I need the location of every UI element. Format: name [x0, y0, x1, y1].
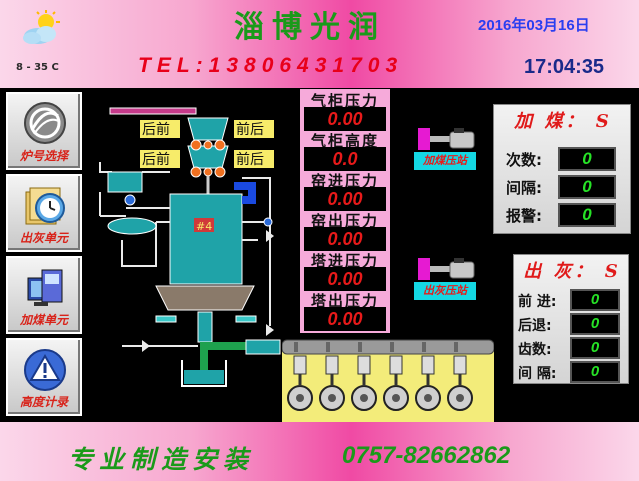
- sun-cloud-icon: [23, 10, 60, 44]
- nav-label: 高度计录: [19, 395, 68, 409]
- ash-interval-label: 间 隔:: [518, 366, 557, 382]
- nav-label: 加煤单元: [19, 313, 68, 327]
- furnace-body: [169, 193, 243, 285]
- ash-conveyor-machine: [282, 339, 494, 422]
- temperature-range: 8 - 35 C: [16, 62, 59, 73]
- nav-ash-unit-button[interactable]: 出灰单元: [6, 174, 82, 252]
- label-box: [234, 150, 274, 168]
- coal-panel-title: 加 煤： S: [514, 111, 612, 132]
- ash-backward-value[interactable]: 0: [570, 313, 620, 335]
- drain-pipe: [200, 342, 208, 378]
- footer-bar: [0, 422, 639, 481]
- valves: [142, 230, 274, 352]
- footer-slogan: 专业制造安装: [68, 445, 255, 474]
- pressure-panel: 气柜压力 0.00 气柜高度 0.0 窑进压力 0.00 窑出压力 0.00 塔…: [300, 89, 390, 333]
- furnace-select-icon: [24, 102, 66, 144]
- time-display: 17:04:35: [524, 56, 605, 78]
- coal-interval-value[interactable]: 0: [558, 175, 616, 199]
- coal-count-value[interactable]: 0: [558, 147, 616, 171]
- clock-folder-icon: [25, 187, 65, 225]
- label-box: [140, 150, 180, 168]
- furnace-number: #4: [196, 220, 212, 233]
- tower-out-pressure-value: 0.00: [304, 307, 386, 331]
- nav-coal-unit-button[interactable]: 加煤单元: [6, 256, 82, 334]
- header-bar: [0, 0, 639, 88]
- label-back-front-1: 后前: [142, 121, 170, 138]
- pipes: [99, 162, 271, 347]
- nav-furnace-select-button[interactable]: 炉号选择: [6, 92, 82, 170]
- coal-press-station-label: 加煤压站: [414, 152, 476, 170]
- tower-in-pressure-label: 塔进压力: [310, 252, 379, 270]
- blue-elbow-pipe: [234, 182, 256, 204]
- label-back-front-2: 后前: [142, 151, 170, 168]
- ash-discharge-units: [287, 355, 473, 411]
- coal-press-station[interactable]: 加煤压站: [414, 126, 476, 172]
- ash-interval-value[interactable]: 0: [570, 361, 620, 383]
- coal-feed-panel: 加 煤： S 次数: 0 间隔: 0 报警: 0: [493, 104, 631, 234]
- top-hopper: [187, 117, 229, 141]
- gas-pressure-value: 0.00: [304, 107, 386, 131]
- furnace-grate: [155, 285, 255, 311]
- press-machine-icon: [418, 128, 475, 150]
- process-diagram: 后前 前后 后前 前后 #4: [99, 107, 281, 387]
- conveyor-rail: [282, 339, 494, 355]
- ash-backward-label: 后退:: [518, 318, 552, 334]
- kiln-out-pressure-value: 0.00: [304, 227, 386, 251]
- footer-phone: 0757-82662862: [342, 442, 511, 469]
- ash-forward-value[interactable]: 0: [570, 289, 620, 311]
- date-display: 2016年03月16日: [478, 17, 590, 34]
- warning-triangle-icon: [24, 349, 66, 391]
- ash-teeth-value[interactable]: 0: [570, 337, 620, 359]
- feed-valves: [190, 139, 226, 178]
- kiln-out-pressure-label: 窑出压力: [310, 212, 379, 230]
- ash-discharge-panel: 出 灰： S 前 进: 0 后退: 0 齿数: 0 间 隔: 0: [513, 254, 629, 384]
- label-front-back-2: 前后: [236, 151, 264, 168]
- label-box: [234, 120, 274, 138]
- kiln-in-pressure-label: 窑进压力: [310, 172, 379, 190]
- coal-count-label: 次数:: [506, 151, 542, 169]
- water-tank: [107, 171, 143, 193]
- telephone-text: TEL:13806431703: [138, 54, 404, 77]
- water-seal-tank: [184, 370, 224, 384]
- tower-out-pressure-label: 塔出压力: [310, 292, 379, 310]
- ash-press-station[interactable]: 出灰压站: [414, 256, 476, 302]
- coal-alarm-value[interactable]: 0: [558, 203, 616, 227]
- coal-interval-label: 间隔:: [506, 179, 542, 197]
- nav-height-record-button[interactable]: 高度计录: [6, 338, 82, 416]
- nav-label: 出灰单元: [19, 231, 68, 245]
- gas-pressure-label: 气柜压力: [310, 92, 379, 110]
- label-box: [140, 120, 180, 138]
- tower-in-pressure-value: 0.00: [304, 267, 386, 291]
- ash-press-station-label: 出灰压站: [414, 282, 476, 300]
- press-machine-icon: [418, 258, 475, 280]
- furnace-number-plate: [194, 218, 214, 232]
- ash-forward-label: 前 进:: [518, 294, 557, 310]
- company-title: 淄博光润: [234, 10, 386, 45]
- ash-teeth-label: 齿数:: [518, 342, 552, 358]
- kiln-in-pressure-value: 0.00: [304, 187, 386, 211]
- gas-height-label: 气柜高度: [310, 132, 379, 150]
- ash-panel-title: 出 灰： S: [523, 261, 621, 282]
- feed-bar: [109, 107, 197, 115]
- label-front-back-1: 前后: [236, 121, 264, 138]
- gas-height-value: 0.0: [304, 147, 386, 171]
- nav-label: 炉号选择: [19, 149, 68, 163]
- coal-alarm-label: 报警:: [506, 207, 542, 225]
- horizontal-tank: [107, 217, 157, 235]
- monitor-icon: [27, 269, 63, 306]
